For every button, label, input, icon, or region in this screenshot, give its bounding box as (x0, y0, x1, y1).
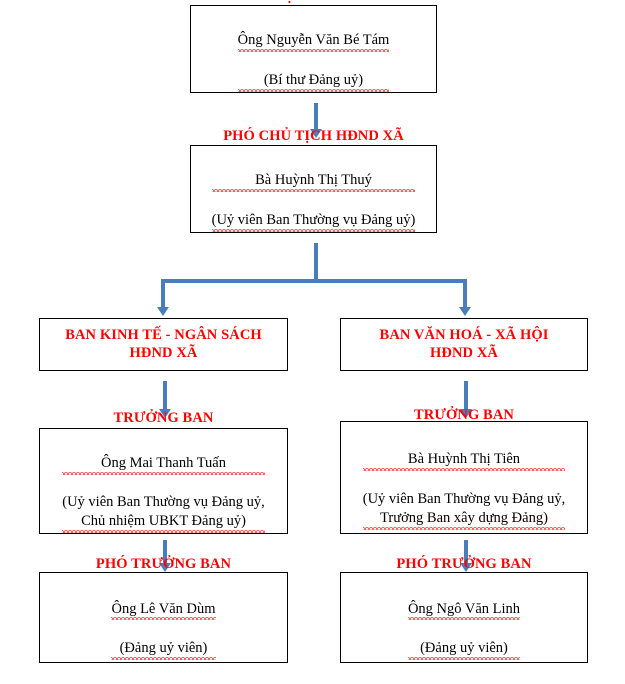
connector-split-left-arrowhead (156, 307, 169, 316)
node-vice-chairman-title: PHÓ CHỦ TỊCH HĐND XÃ (223, 127, 404, 144)
connector-split-bus (161, 279, 467, 283)
node-economic-deputy-name: Ông Lê Văn Dùm (111, 599, 216, 621)
connector-split-right-drop (463, 279, 467, 308)
node-economic-head-body: Ông Mai Thanh Tuấn (Uỷ viên Ban Thường v… (62, 435, 265, 552)
node-vice-chairman-body: Bà Huỳnh Thị Thuý (Uỷ viên Ban Thường vụ… (211, 152, 416, 250)
connector-split-left-drop (161, 279, 165, 308)
node-economic-head-title: TRƯỞNG BAN (113, 410, 214, 427)
node-culture-deputy[interactable]: PHÓ TRƯỞNG BAN Ông Ngô Văn Linh (Đảng uỷ… (340, 556, 588, 663)
node-culture-deputy-title: PHÓ TRƯỞNG BAN (396, 556, 532, 573)
node-culture-deputy-role: (Đảng uỷ viên) (407, 639, 521, 660)
connector-culture-head-to-deputy-arrowhead (459, 563, 472, 572)
connector-economic-committee-to-head-arrowhead (158, 409, 171, 418)
node-chairman-title: CHỦ TỊCH HĐND XÃ (241, 0, 386, 5)
connector-economic-committee-to-head-line (163, 381, 167, 410)
node-culture-deputy-name: Ông Ngô Văn Linh (407, 599, 521, 621)
connector-economic-head-to-deputy-arrowhead (158, 563, 171, 572)
node-economic-deputy-title: PHÓ TRƯỞNG BAN (95, 556, 232, 573)
connector-chairman-to-vice-line (314, 103, 318, 130)
connector-split-right-arrowhead (458, 307, 471, 316)
node-vice-chairman-name: Bà Huỳnh Thị Thuý (211, 171, 416, 192)
node-economic-committee-title: BAN KINH TẾ - NGÂN SÁCH HĐND XÃ (65, 326, 262, 361)
node-economic-deputy[interactable]: PHÓ TRƯỞNG BAN Ông Lê Văn Dùm (Đảng uỷ v… (39, 556, 288, 663)
node-economic-head[interactable]: TRƯỞNG BAN Ông Mai Thanh Tuấn (Uỷ viên B… (39, 410, 288, 534)
node-culture-committee[interactable]: BAN VĂN HOÁ - XÃ HỘI HĐND XÃ (340, 318, 588, 371)
connector-economic-head-to-deputy-line (163, 540, 167, 565)
connector-vice-stem (314, 243, 318, 279)
node-chairman-role: (Bí thư Đảng uỷ) (237, 70, 390, 92)
node-economic-deputy-body: Ông Lê Văn Dùm (Đảng uỷ viên) (111, 581, 216, 679)
node-chairman-name: Ông Nguyễn Văn Bé Tám (237, 31, 390, 52)
node-chairman-body: Ông Nguyễn Văn Bé Tám (Bí thư Đảng uỷ) (237, 12, 390, 110)
node-vice-chairman-role: (Uỷ viên Ban Thường vụ Đảng uỷ) (211, 210, 416, 232)
connector-culture-head-to-deputy-line (464, 540, 468, 565)
connector-chairman-to-vice-arrowhead (309, 129, 322, 138)
node-economic-committee[interactable]: BAN KINH TẾ - NGÂN SÁCH HĐND XÃ (39, 318, 288, 371)
node-chairman[interactable]: CHỦ TỊCH HĐND XÃ Ông Nguyễn Văn Bé Tám (… (190, 0, 437, 93)
node-culture-head-name: Bà Huỳnh Thị Tiên (362, 450, 566, 471)
node-culture-head[interactable]: TRƯỞNG BAN Bà Huỳnh Thị Tiên (Uỷ viên Ba… (340, 407, 588, 534)
node-economic-deputy-role: (Đảng uỷ viên) (111, 639, 216, 660)
node-economic-head-role: (Uỷ viên Ban Thường vụ Đảng uỷ, Chủ nhiệ… (62, 493, 265, 533)
node-culture-head-body: Bà Huỳnh Thị Tiên (Uỷ viên Ban Thường vụ… (362, 431, 566, 548)
node-economic-head-name: Ông Mai Thanh Tuấn (62, 453, 265, 475)
node-vice-chairman[interactable]: PHÓ CHỦ TỊCH HĐND XÃ Bà Huỳnh Thị Thuý (… (190, 128, 437, 233)
node-culture-head-role: (Uỷ viên Ban Thường vụ Đảng uỷ, Trưởng B… (362, 489, 566, 530)
node-culture-deputy-body: Ông Ngô Văn Linh (Đảng uỷ viên) (407, 581, 521, 679)
connector-culture-committee-to-head-line (464, 381, 468, 410)
connector-culture-committee-to-head-arrowhead (459, 409, 472, 418)
node-culture-committee-title: BAN VĂN HOÁ - XÃ HỘI HĐND XÃ (379, 326, 549, 361)
node-culture-head-title: TRƯỞNG BAN (414, 406, 514, 423)
